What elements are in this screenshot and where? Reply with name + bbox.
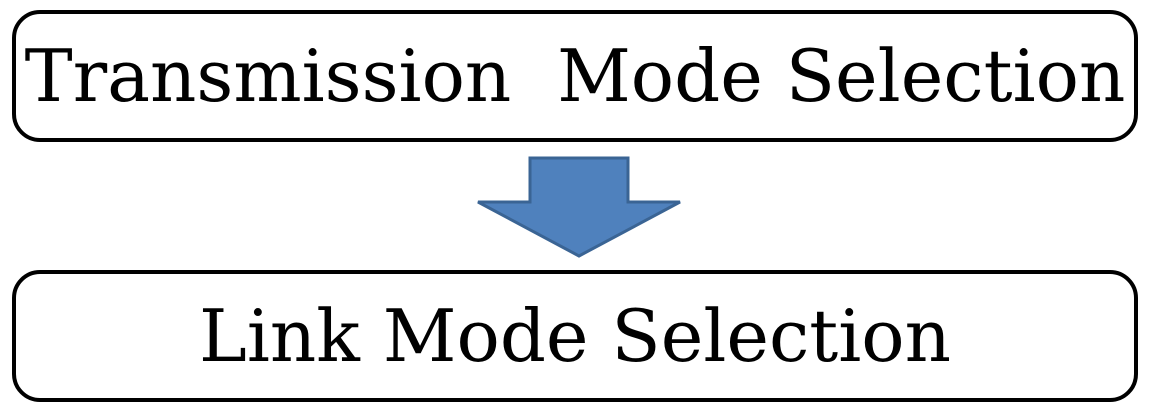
down-arrow-shape bbox=[477, 156, 681, 258]
step-label: Transmission Mode Selection bbox=[24, 34, 1126, 118]
down-arrow-icon bbox=[477, 156, 681, 258]
step-label: Link Mode Selection bbox=[199, 294, 951, 378]
step-box-link-mode-selection: Link Mode Selection bbox=[12, 270, 1138, 402]
step-box-transmission-mode-selection: Transmission Mode Selection bbox=[12, 10, 1138, 142]
